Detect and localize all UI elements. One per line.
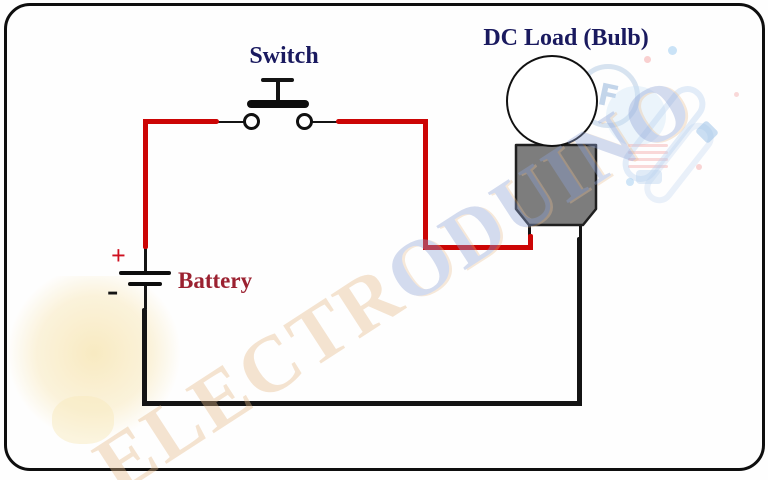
positive-wire-left-vertical [143,119,148,249]
watermark-dot [626,178,634,186]
bulb-base [514,143,598,227]
watermark-bulb-stripe [628,158,668,161]
diagram-border [4,3,765,471]
watermark-dot [644,56,651,63]
switch-button-bar [247,100,309,108]
positive-wire-to-bulb-horizontal [423,245,533,250]
bulb-glass-icon [506,55,598,147]
battery-negative-lead [144,285,147,309]
negative-wire-bottom-horizontal [142,401,582,406]
watermark-dot [668,46,677,55]
switch-right-lead [312,120,338,123]
positive-wire-top-left-horizontal [143,119,219,124]
watermark-dot [734,92,739,97]
switch-actuator-cap [261,78,294,82]
battery-plus-sign: + [111,241,126,270]
battery-label: Battery [178,268,253,293]
battery-positive-lead [144,246,147,272]
bulb-left-terminal-lead [528,223,531,237]
battery-negative-plate [128,282,162,286]
negative-wire-bulb-vertical [577,237,582,406]
watermark-bulb-stripe [628,144,668,147]
switch-terminal-right [296,113,313,130]
watermark-bulb-socket [636,170,662,184]
switch-terminal-left [243,113,260,130]
watermark-bulb-glow-base [52,396,114,444]
bulb-right-terminal-lead [579,223,582,239]
switch-actuator-stem [276,80,280,102]
positive-wire-bulb-riser [528,234,533,250]
negative-wire-battery-vertical [142,308,147,406]
watermark-bulb-icon [606,86,666,146]
battery-positive-plate [119,271,171,275]
positive-wire-top-right-horizontal [336,119,428,124]
switch-label: Switch [249,43,319,69]
watermark-bulb-stripe [628,151,668,154]
battery-minus-sign: - [107,272,119,309]
watermark-bulb-stripe [628,165,668,168]
dc-load-label: DC Load (Bulb) [483,25,649,51]
positive-wire-right-vertical [423,119,428,250]
watermark-dot [696,164,702,170]
switch-left-lead [217,120,244,123]
